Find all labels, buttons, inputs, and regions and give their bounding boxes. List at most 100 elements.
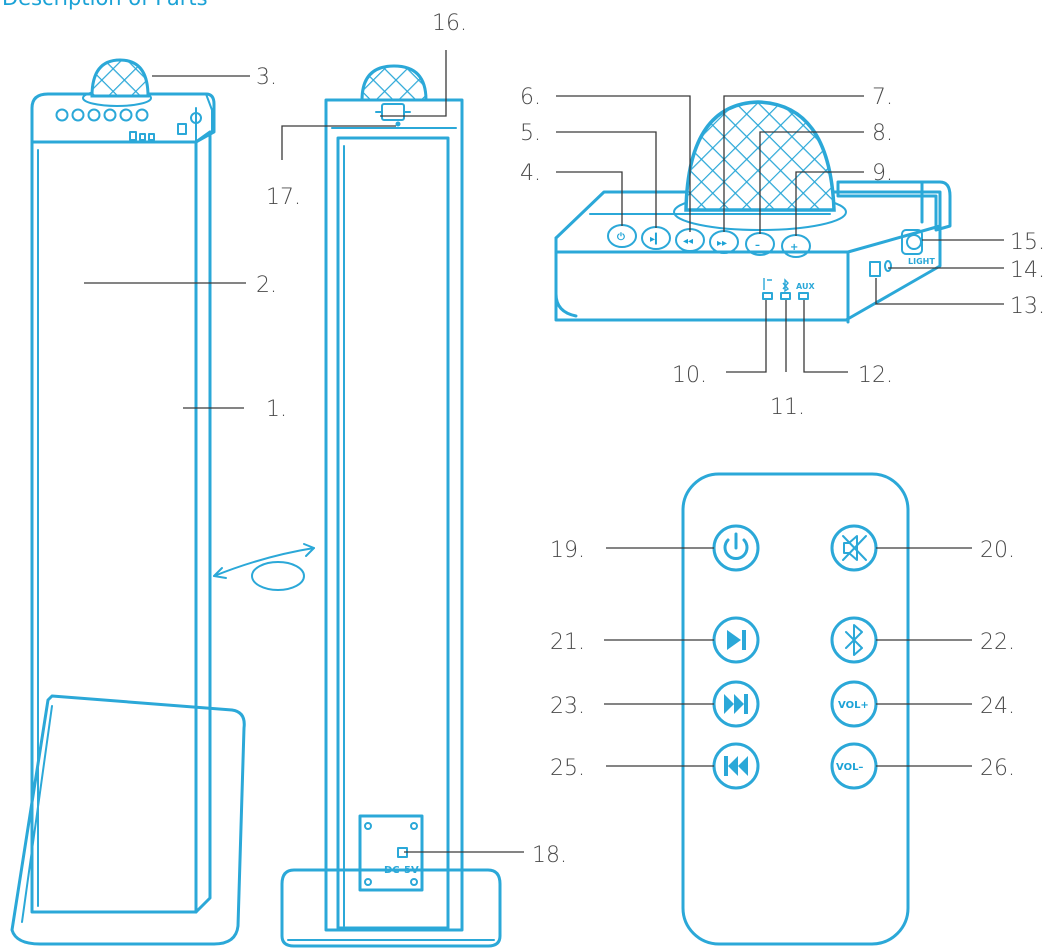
svg-text:◂◂: ◂◂ (683, 236, 693, 247)
leader-8 (759, 131, 864, 234)
back-panel (336, 136, 450, 930)
callout-16: 16. (432, 11, 467, 36)
remote-mute-button (830, 524, 878, 572)
leader-5 (556, 131, 657, 228)
panel-button-7: ▸▸ (709, 230, 739, 254)
indicator-aux-label: AUX (796, 282, 815, 291)
aux-jack (884, 260, 892, 272)
callout-19: 19. (550, 538, 585, 563)
remote-control: VOL+ VOL– (681, 472, 910, 946)
leader-10 (726, 300, 767, 373)
panel-housing (554, 190, 942, 322)
light-switch-knob (906, 234, 922, 250)
rotation-arrow-head-right (303, 543, 315, 557)
tower-button-1 (55, 108, 69, 122)
tower-led-3 (148, 133, 155, 141)
back-base (280, 868, 502, 948)
leader-6 (556, 95, 691, 232)
leader-4 (556, 171, 623, 226)
callout-3: 3. (256, 65, 277, 90)
remote-power-button (712, 524, 760, 572)
indicator-aux (798, 292, 809, 300)
callout-6: 6. (520, 85, 541, 110)
callout-12: 12. (858, 363, 893, 388)
tower-side-port (177, 123, 187, 135)
screw-3 (364, 878, 372, 886)
back-body (324, 98, 464, 932)
leader-12 (803, 300, 848, 373)
remote-bluetooth-button (830, 616, 878, 664)
callout-11: 11. (770, 395, 805, 420)
svg-text:+: + (790, 242, 798, 253)
tower-top-block-edge (31, 107, 197, 143)
tower-button-6 (135, 108, 149, 122)
rotation-arrow-head-left (213, 567, 227, 579)
svg-text:⏻: ⏻ (617, 231, 625, 243)
light-switch-label: LIGHT (908, 257, 935, 266)
leader-13 (875, 278, 1004, 305)
dc-label: DC (384, 865, 400, 876)
rotation-arrow (213, 547, 315, 577)
tower-button-5 (119, 108, 133, 122)
tower-button-3 (87, 108, 101, 122)
tower-button-4 (103, 108, 117, 122)
panel-button-4: ⏻ (607, 224, 637, 248)
callout-2: 2. (256, 273, 277, 298)
indicator-fm-icon (763, 278, 772, 290)
remote-volume-down-button: VOL– (830, 742, 878, 790)
screw-2 (410, 822, 418, 830)
tower-base (10, 694, 246, 946)
screw-4 (410, 878, 418, 886)
callout-20: 20. (980, 538, 1015, 563)
tower-body-front (30, 140, 198, 914)
power-plate (358, 814, 424, 892)
svg-text:▸▸: ▸▸ (717, 238, 727, 249)
leader-17 (281, 125, 396, 160)
svg-text:–: – (755, 240, 760, 251)
callout-labels: 3. 2. 1. 16. 17. 6. 5. 4. 7. 8. 9. 15. 1… (256, 11, 1045, 868)
callout-1: 1. (266, 397, 287, 422)
panel-handle (836, 180, 952, 232)
page-heading: Description of Parts (2, 0, 208, 10)
indicator-fm (762, 292, 773, 300)
callout-7: 7. (872, 85, 893, 110)
callout-15: 15. (1010, 230, 1045, 255)
panel-side-edge (846, 224, 942, 254)
panel-button-6: ◂◂ (675, 228, 705, 252)
tower-front-view (10, 58, 315, 946)
screw-1 (364, 822, 372, 830)
panel-left-front (554, 236, 578, 318)
leader-16 (380, 50, 447, 117)
remote-play-pause-button (712, 616, 760, 664)
callout-5: 5. (520, 121, 541, 146)
remote-volume-up-button: VOL+ (830, 680, 878, 728)
callout-24: 24. (980, 694, 1015, 719)
callout-17: 17. (266, 185, 301, 210)
remote-next-button (712, 680, 760, 728)
callout-4: 4. (520, 161, 541, 186)
volume-up-label: VOL+ (838, 700, 869, 711)
back-handle-slot (381, 103, 405, 121)
callout-21: 21. (550, 630, 585, 655)
callout-8: 8. (872, 121, 893, 146)
tower-side-knob (190, 112, 202, 124)
svg-text:▸▎: ▸▎ (650, 232, 663, 245)
tower-button-2 (71, 108, 85, 122)
leader-lines (84, 50, 1004, 853)
callout-22: 22. (980, 630, 1015, 655)
leader-9 (795, 171, 864, 236)
callout-9: 9. (872, 161, 893, 186)
tower-led-2 (139, 133, 146, 141)
usb-port (869, 261, 881, 277)
leader-7 (723, 95, 864, 232)
volume-down-label: VOL– (836, 762, 863, 773)
callout-23: 23. (550, 694, 585, 719)
callout-25: 25. (550, 756, 585, 781)
callout-10: 10. (672, 363, 707, 388)
callout-13: 13. (1010, 294, 1045, 319)
callout-26: 26. (980, 756, 1015, 781)
reset-hole (395, 121, 401, 127)
panel-button-5: ▸▎ (641, 226, 671, 250)
